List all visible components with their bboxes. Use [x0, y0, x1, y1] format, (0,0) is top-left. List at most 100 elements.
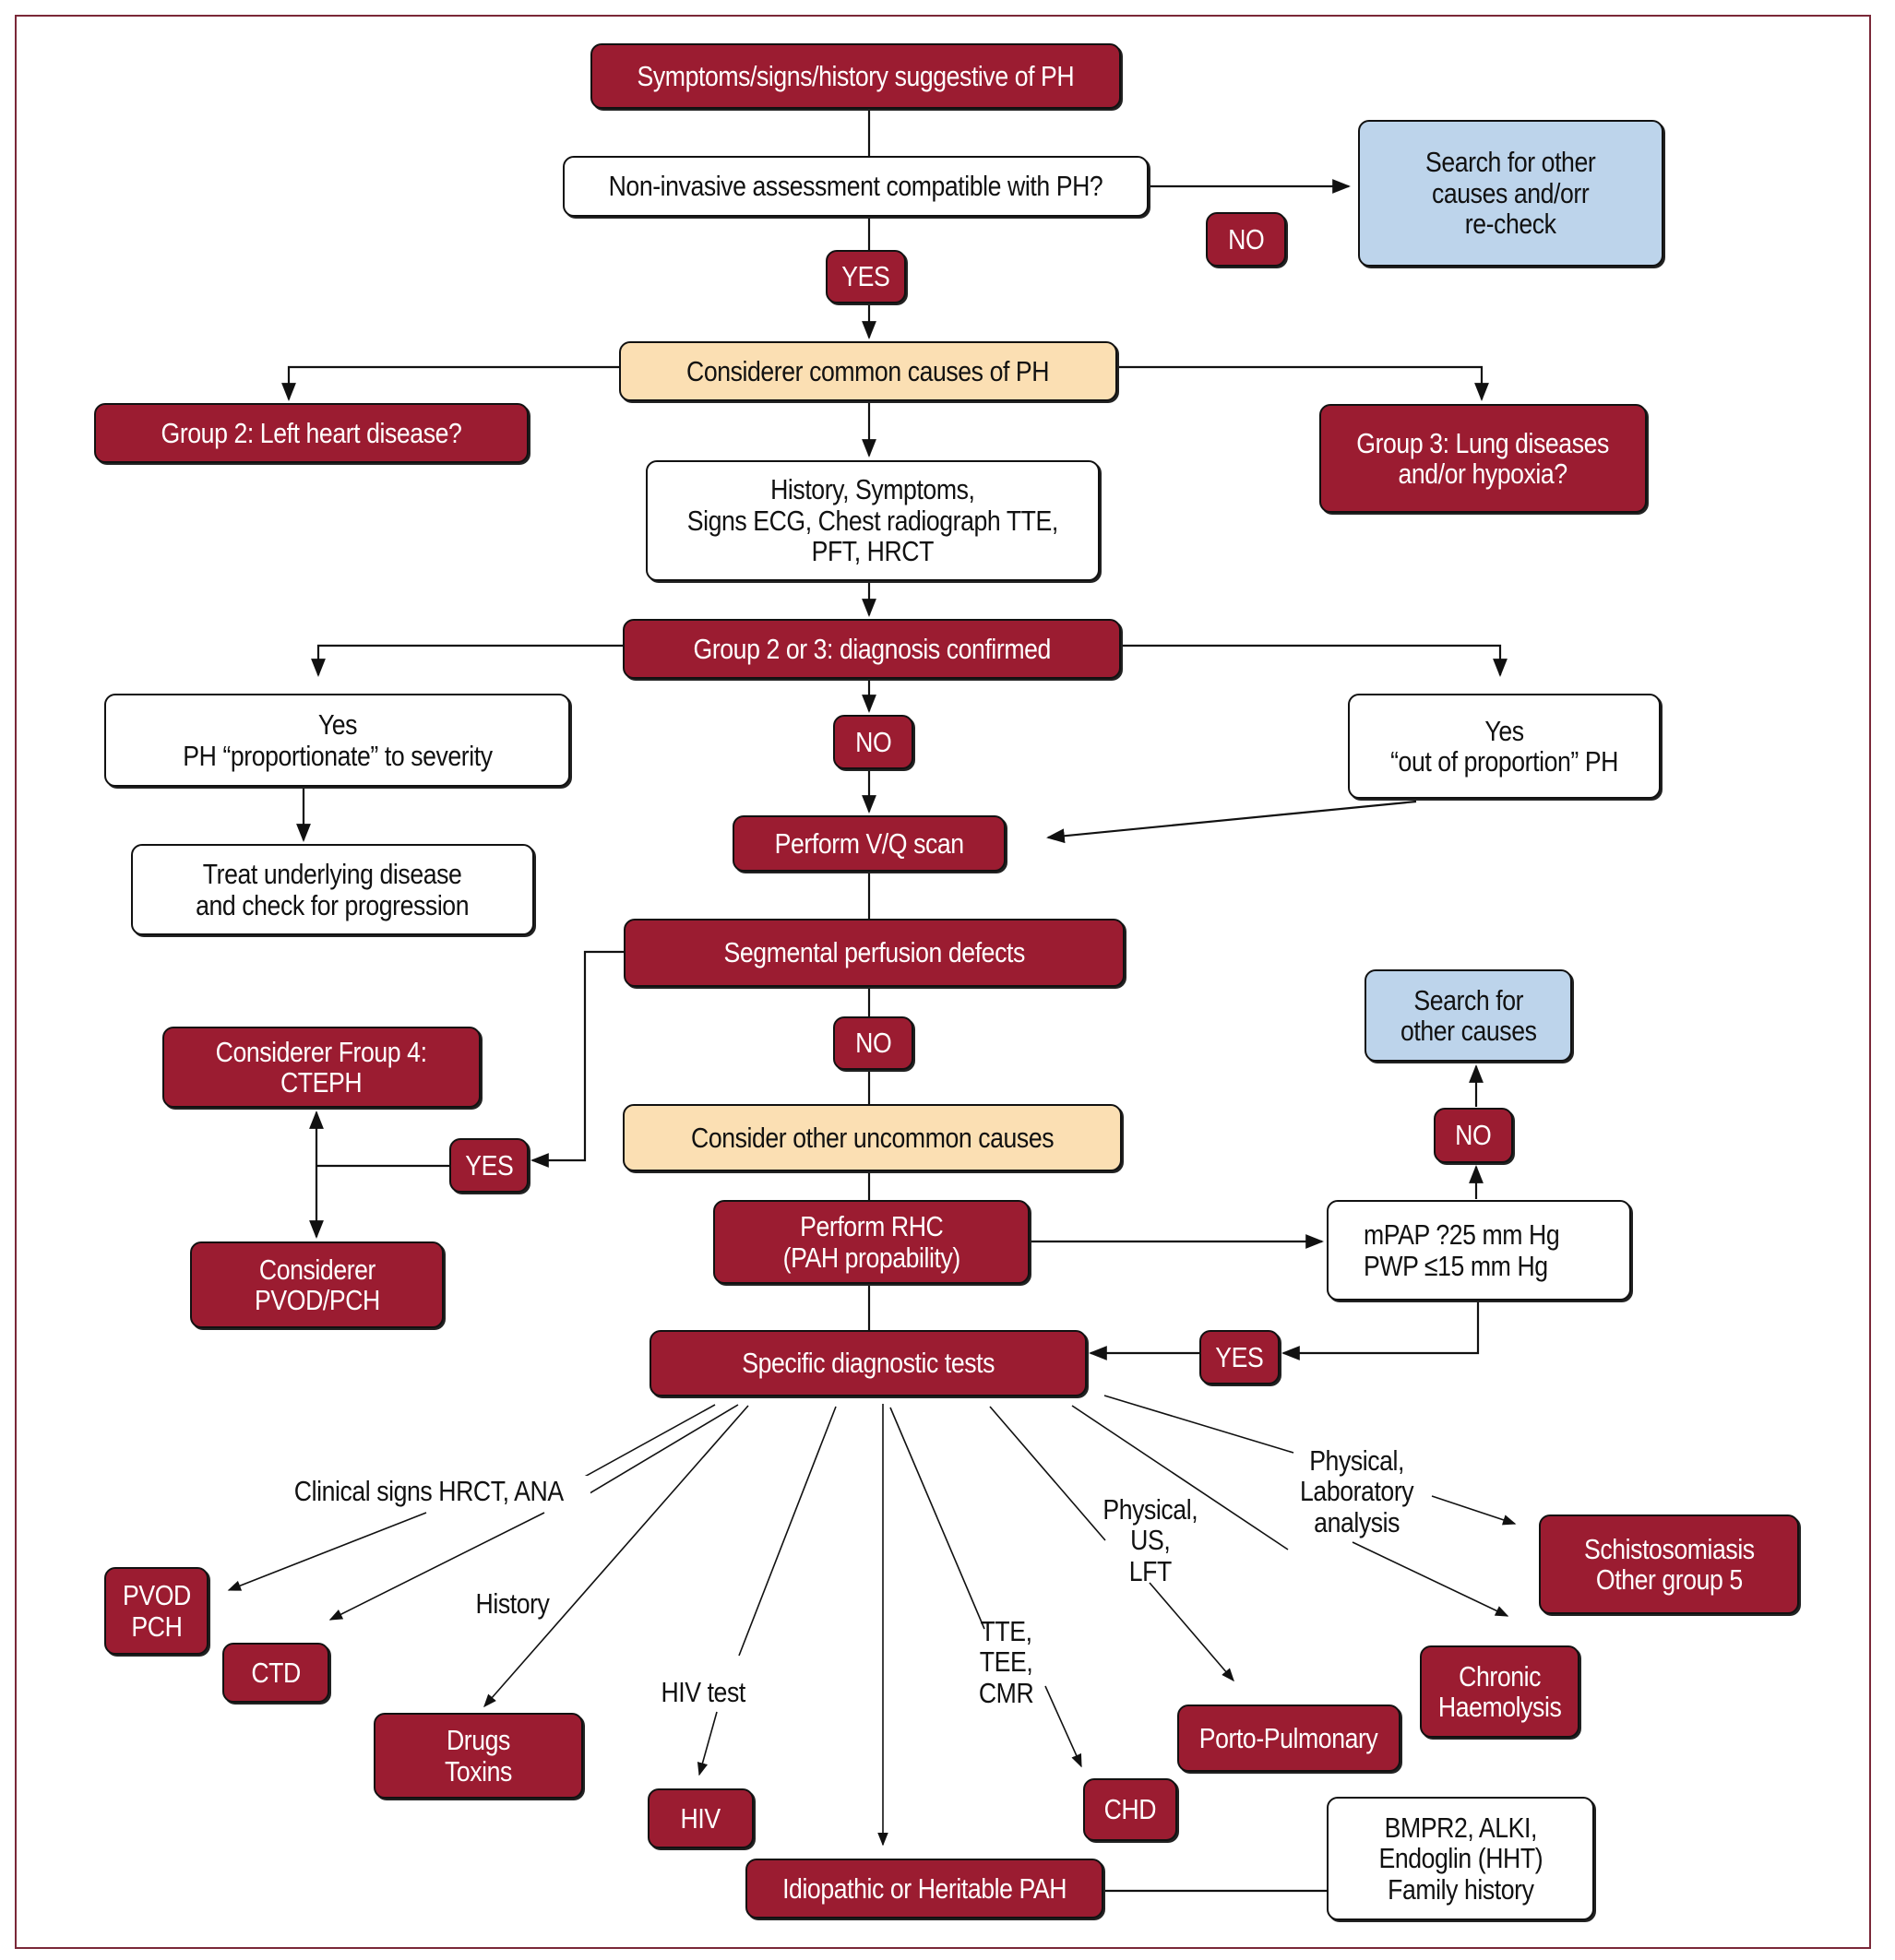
idiopathic-box: Idiopathic or Heritable PAH: [745, 1859, 1103, 1918]
search-other-recheck-text: Search for other causes and/orr re-check: [1425, 146, 1596, 241]
yes-proportionate-text: Yes PH “proportionate” to severity: [182, 708, 493, 772]
no-badge-4: NO: [1434, 1108, 1513, 1163]
yes-text-right: YES: [1215, 1340, 1264, 1373]
search-other-causes-box: Search for other causes: [1365, 969, 1572, 1062]
edge-echo-chd: [1044, 1685, 1082, 1768]
edge-specific-lab2: [1103, 1395, 1294, 1454]
drugs-toxins-box: Drugs Toxins: [374, 1713, 583, 1799]
group2-text: Group 2: Left heart disease?: [161, 416, 462, 449]
chronic-haemolysis-box: Chronic Haemolysis: [1420, 1645, 1579, 1738]
genetics-box: BMPR2, ALKI, Endoglin (HHT) Family histo…: [1327, 1797, 1594, 1920]
no-badge-3: NO: [833, 1016, 913, 1070]
no-badge-2: NO: [833, 715, 913, 769]
group4-cteph-box: Considerer Froup 4: CTEPH: [162, 1027, 481, 1108]
pvod-pch-box: PVOD PCH: [104, 1567, 209, 1655]
edge-specific-ctd-b: [328, 1512, 545, 1621]
label-echo-text: TTE, TEE, CMR: [979, 1615, 1034, 1709]
edge-group23-proportionate: [311, 644, 623, 677]
yes-badge-right: YES: [1199, 1330, 1280, 1384]
yes-text-1: YES: [841, 260, 890, 293]
non-invasive-text: Non-invasive assessment compatible with …: [608, 170, 1103, 203]
group2-box: Group 2: Left heart disease?: [94, 403, 529, 463]
consider-uncommon-box: Consider other uncommon causes: [623, 1104, 1122, 1171]
edge-specific-drugs: [483, 1405, 749, 1708]
consider-pvod-box: Considerer PVOD/PCH: [190, 1241, 444, 1328]
yes-badge-1: YES: [826, 250, 906, 303]
chd-text: CHD: [1103, 1793, 1157, 1826]
edge-lab-schisto: [1431, 1495, 1517, 1526]
symptoms-text: Symptoms/signs/history suggestive of PH: [637, 59, 1075, 92]
yes-text-left: YES: [464, 1148, 514, 1182]
consider-common-box: Considerer common causes of PH: [619, 341, 1117, 401]
yes-badge-left: YES: [449, 1138, 529, 1193]
schisto-text: Schistosomiasis Other group 5: [1583, 1532, 1755, 1596]
label-clinical-signs-text: Clinical signs HRCT, ANA: [294, 1475, 564, 1507]
perform-rhc-text: Perform RHC (PAH propability): [782, 1210, 960, 1274]
label-hiv-test-text: HIV test: [661, 1676, 745, 1708]
edge-specific-hivtest: [738, 1406, 837, 1657]
history-tests-text: History, Symptoms, Signs ECG, Chest radi…: [686, 473, 1059, 568]
no-text-3: NO: [854, 1027, 892, 1060]
mpap-criteria-box: mPAP ?25 mm Hg PWP ≤15 mm Hg: [1327, 1200, 1631, 1301]
group3-text: Group 3: Lung diseases and/or hypoxia?: [1356, 426, 1610, 490]
hiv-box: HIV: [648, 1788, 754, 1848]
label-history: History: [461, 1587, 563, 1620]
edge-group23-outofproportion: [1121, 644, 1508, 677]
yes-proportionate-box: Yes PH “proportionate” to severity: [104, 694, 570, 787]
segmental-defects-box: Segmental perfusion defects: [624, 919, 1125, 987]
history-tests-box: History, Symptoms, Signs ECG, Chest radi…: [646, 460, 1100, 581]
label-physical-us-lft-text: Physical, US, LFT: [1102, 1493, 1198, 1587]
ctd-text: CTD: [251, 1656, 301, 1689]
diagram-frame: [15, 15, 1871, 1949]
chronic-haemolysis-text: Chronic Haemolysis: [1437, 1659, 1562, 1723]
label-history-text: History: [475, 1587, 549, 1620]
label-physical-lab: Physical, Laboratory analysis: [1281, 1445, 1434, 1538]
edge-lab-haemolysis: [1352, 1541, 1509, 1617]
symptoms-box: Symptoms/signs/history suggestive of PH: [590, 43, 1121, 109]
yes-out-of-proportion-text: Yes “out of proportion” PH: [1390, 714, 1618, 778]
edge-outofproportion-vq: [1046, 800, 1417, 844]
no-text-1: NO: [1227, 222, 1265, 255]
perform-rhc-box: Perform RHC (PAH propability): [713, 1200, 1030, 1284]
consider-common-text: Considerer common causes of PH: [686, 354, 1050, 387]
group4-cteph-text: Considerer Froup 4: CTEPH: [216, 1035, 427, 1099]
porto-pulmonary-text: Porto-Pulmonary: [1199, 1721, 1378, 1754]
edge-specific-ctd-a: [584, 1404, 739, 1497]
no-text-4: NO: [1455, 1119, 1492, 1152]
group23-confirmed-text: Group 2 or 3: diagnosis confirmed: [693, 632, 1051, 665]
specific-tests-text: Specific diagnostic tests: [742, 1347, 995, 1380]
vq-scan-text: Perform V/Q scan: [774, 826, 964, 860]
consider-uncommon-text: Consider other uncommon causes: [690, 1121, 1055, 1154]
edge-common-group2: [281, 365, 619, 401]
treat-underlying-text: Treat underlying disease and check for p…: [196, 858, 470, 921]
edge-label-pvodpch: [227, 1512, 427, 1591]
schisto-box: Schistosomiasis Other group 5: [1539, 1515, 1799, 1614]
edge-specific-physlab: [1071, 1405, 1289, 1550]
group3-box: Group 3: Lung diseases and/or hypoxia?: [1319, 404, 1647, 513]
ctd-box: CTD: [222, 1643, 329, 1703]
hiv-text: HIV: [680, 1801, 721, 1835]
label-echo: TTE, TEE, CMR: [967, 1615, 1046, 1709]
edge-segmental-yes: [530, 950, 624, 1168]
yes-out-of-proportion-box: Yes “out of proportion” PH: [1348, 694, 1661, 799]
no-badge-1: NO: [1206, 212, 1286, 267]
label-physical-lab-text: Physical, Laboratory analysis: [1300, 1444, 1414, 1538]
chd-box: CHD: [1083, 1778, 1177, 1841]
group23-confirmed-box: Group 2 or 3: diagnosis confirmed: [623, 619, 1121, 679]
edge-common-group3: [1117, 365, 1489, 401]
edge-specific-physus: [989, 1406, 1106, 1541]
specific-tests-box: Specific diagnostic tests: [650, 1330, 1087, 1396]
segmental-defects-text: Segmental perfusion defects: [723, 936, 1025, 969]
edge-mpap-yes: [1281, 1302, 1480, 1360]
label-clinical-signs: Clinical signs HRCT, ANA: [268, 1476, 590, 1506]
non-invasive-box: Non-invasive assessment compatible with …: [563, 156, 1149, 217]
edge-lft-porto: [1149, 1582, 1234, 1682]
search-other-recheck-box: Search for other causes and/orr re-check: [1358, 120, 1663, 267]
edge-specific-echo: [889, 1407, 985, 1630]
genetics-text: BMPR2, ALKI, Endoglin (HHT) Family histo…: [1378, 1811, 1543, 1906]
search-other-causes-text: Search for other causes: [1400, 983, 1537, 1047]
mpap-criteria-text: mPAP ?25 mm Hg PWP ≤15 mm Hg: [1364, 1218, 1560, 1282]
vq-scan-box: Perform V/Q scan: [733, 815, 1006, 872]
label-hiv-test: HIV test: [646, 1677, 760, 1707]
